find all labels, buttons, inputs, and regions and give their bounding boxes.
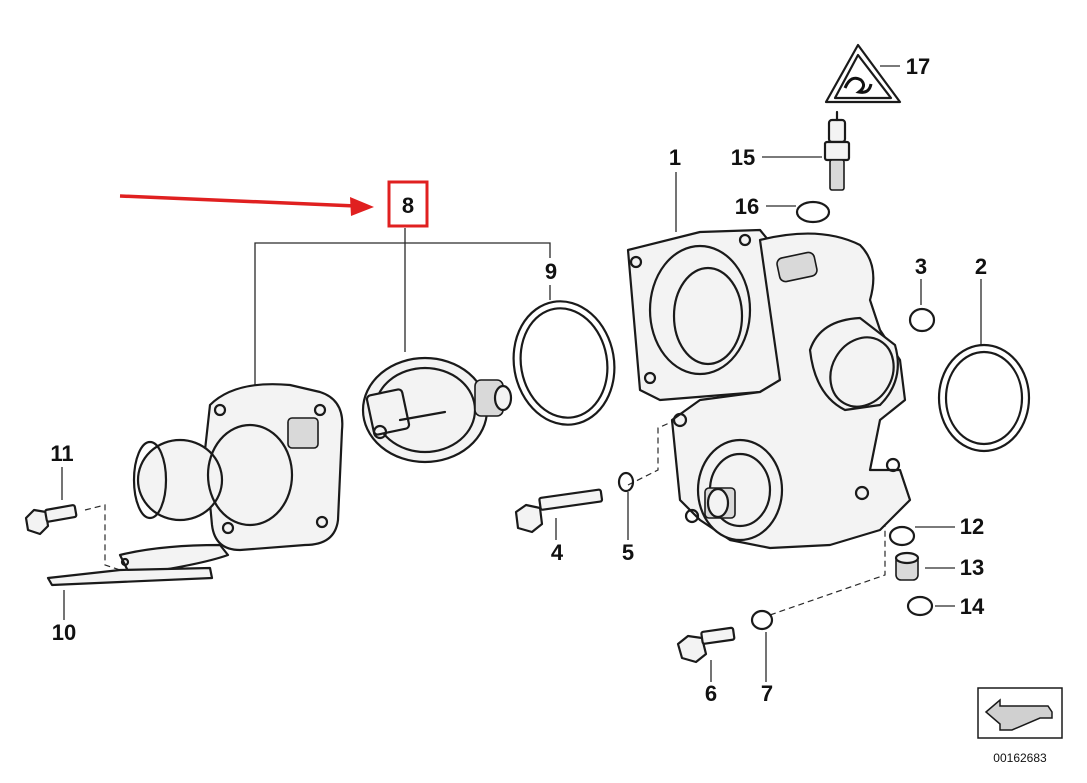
thermostat-cover-part	[132, 383, 344, 552]
large-gasket-part	[937, 343, 1031, 453]
direction-arrow-icon	[984, 698, 1053, 731]
housing-gasket-part	[512, 300, 616, 426]
seal-ring-part	[908, 307, 936, 333]
thermostat-part	[361, 356, 513, 464]
small-ring-part	[906, 595, 934, 617]
callout-7: 7	[761, 681, 773, 706]
callout-9: 9	[545, 259, 557, 284]
callout-4: 4	[551, 540, 564, 565]
callout-10: 10	[52, 620, 76, 645]
catalog-reference: 00162683	[977, 687, 1063, 765]
callout-6: 6	[705, 681, 717, 706]
warning-label-part	[824, 43, 902, 104]
leader-lines	[61, 65, 982, 682]
callout-16: 16	[735, 194, 759, 219]
highlight-arrow	[119, 194, 374, 216]
washer-part	[617, 471, 635, 493]
callout-1: 1	[669, 145, 681, 170]
callout-13: 13	[960, 555, 984, 580]
bolt-part	[676, 626, 736, 664]
plug-part	[894, 551, 920, 581]
bracket-clip-part	[46, 543, 230, 587]
callout-5: 5	[622, 540, 634, 565]
small-seal-part	[888, 525, 916, 547]
callout-3: 3	[915, 254, 927, 279]
callout-15: 15	[731, 145, 755, 170]
callout-labels: 8 9 1 15 16 17 3 2 11 10 4 5 12 13 14 6 …	[50, 54, 987, 706]
flat-washer-part	[750, 609, 774, 631]
main-housing-part	[626, 228, 912, 550]
long-bolt-part	[514, 488, 604, 534]
callout-17: 17	[906, 54, 930, 79]
callout-11: 11	[50, 441, 73, 466]
highlight-box	[387, 180, 429, 228]
catalog-number: 00162683	[993, 751, 1047, 765]
small-bolt-part	[24, 504, 78, 536]
callout-2: 2	[975, 254, 987, 279]
callout-12: 12	[960, 514, 984, 539]
o-ring-part	[795, 200, 831, 224]
temperature-sensor-part	[823, 110, 851, 191]
callout-14: 14	[960, 594, 985, 619]
callout-8: 8	[402, 193, 414, 218]
